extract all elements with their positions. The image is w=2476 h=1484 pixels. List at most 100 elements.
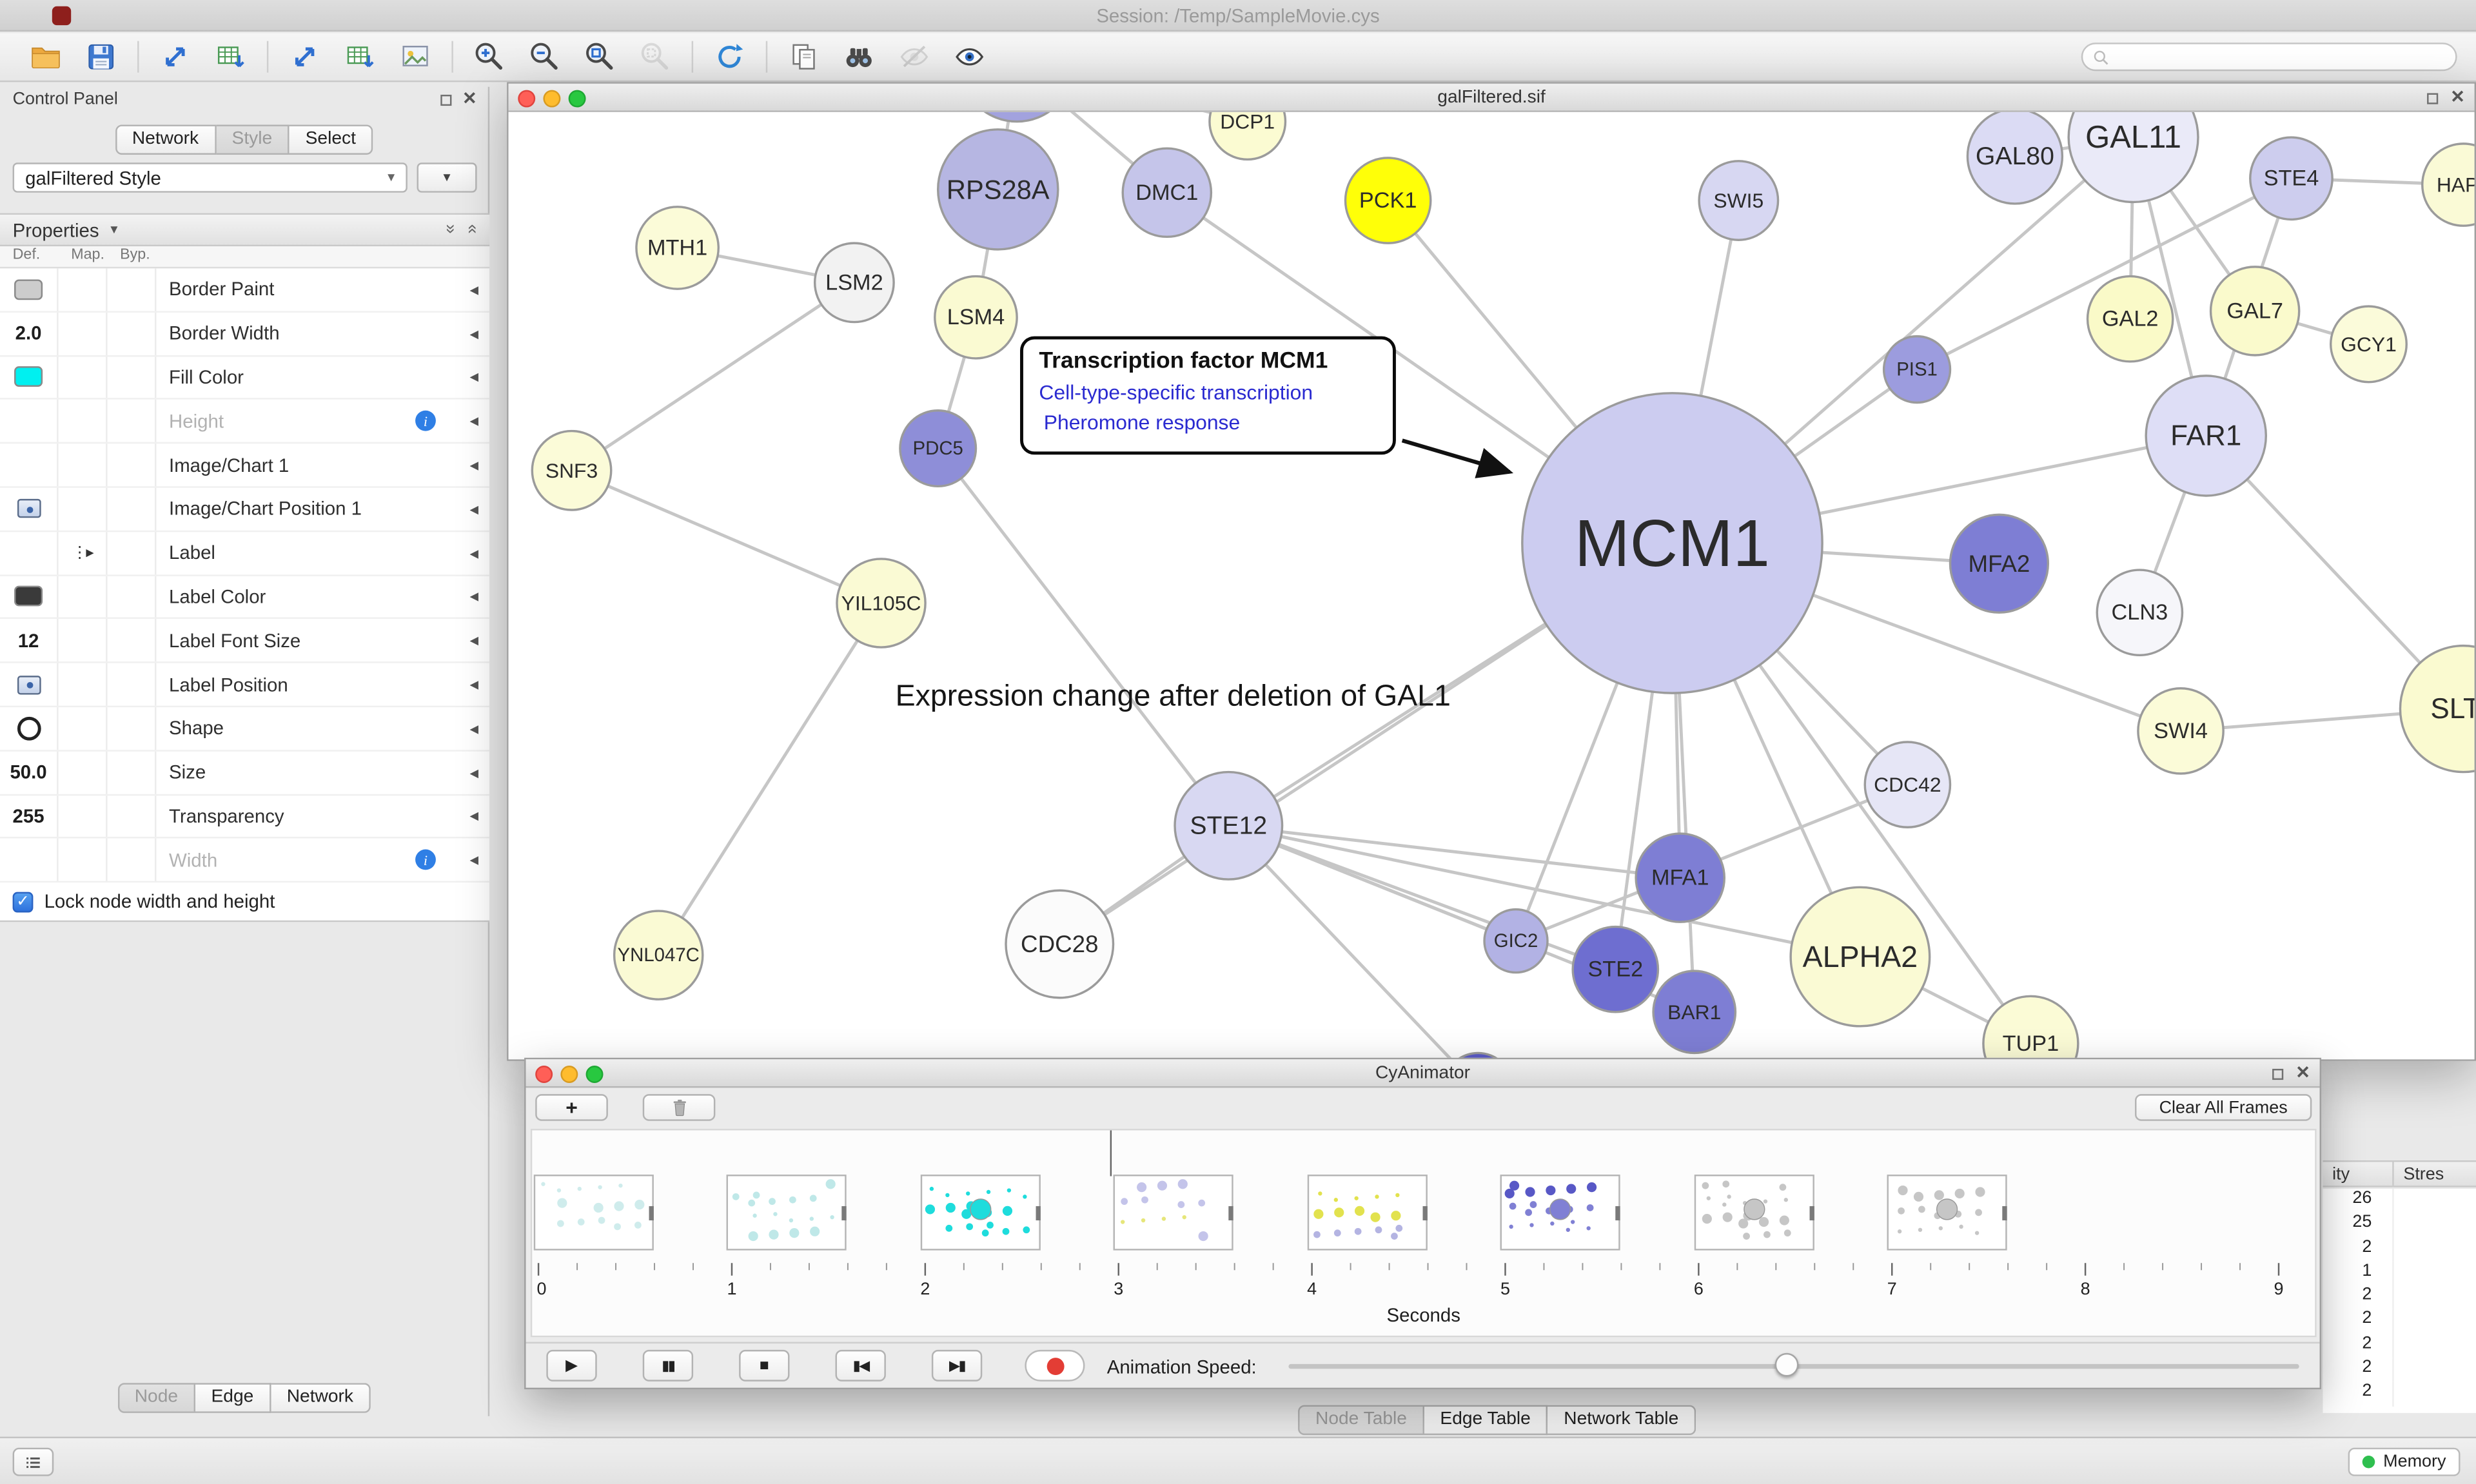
zoom-out-button[interactable]	[521, 36, 568, 77]
column-header[interactable]: Stres	[2394, 1162, 2476, 1186]
network-node-YIL105C[interactable]: YIL105C	[837, 559, 925, 647]
network-node-BAR1[interactable]: BAR1	[1653, 971, 1735, 1053]
expand-chevron-icon[interactable]: ◂	[469, 543, 478, 563]
frames-timeline[interactable]: 0123456789 Seconds	[531, 1129, 2317, 1337]
close-icon[interactable]: ✕	[2450, 90, 2465, 108]
table-row[interactable]: 2	[2323, 1309, 2476, 1333]
search-input[interactable]	[2110, 46, 2446, 68]
network-node-GAL11[interactable]: GAL11	[2068, 112, 2198, 202]
info-icon[interactable]: i	[415, 411, 436, 431]
network-canvas[interactable]: RPS28ADCP1DMC1PCK1SWI5GAL80GAL11STE4HAP2…	[509, 112, 2475, 1059]
collapse-all-icon[interactable]: »	[438, 224, 460, 234]
tab-network[interactable]: Network	[115, 124, 216, 155]
new-network-from-selection-button[interactable]	[780, 36, 827, 77]
default-value[interactable]: 50.0	[10, 761, 46, 783]
pause-button[interactable]: ▮▮	[643, 1350, 693, 1381]
import-table-button[interactable]	[207, 36, 254, 77]
tab-node-table[interactable]: Node Table	[1298, 1405, 1424, 1436]
expand-all-icon[interactable]: »	[461, 224, 483, 234]
open-session-button[interactable]	[22, 36, 69, 77]
tab-style[interactable]: Style	[216, 124, 290, 155]
maximize-icon[interactable]	[2272, 1069, 2283, 1080]
zoom-fit-button[interactable]	[576, 36, 624, 77]
frame-thumbnail-6[interactable]	[1694, 1175, 1814, 1251]
show-all-button[interactable]	[946, 36, 993, 77]
tab-network-table[interactable]: Network Table	[1548, 1405, 1696, 1436]
column-header[interactable]: ity	[2323, 1162, 2393, 1186]
network-node-PDC5[interactable]: PDC5	[900, 411, 976, 487]
expand-chevron-icon[interactable]: ◂	[469, 587, 478, 607]
annotation-link[interactable]: Pheromone response	[1039, 409, 1377, 438]
close-icon[interactable]: ✕	[462, 92, 477, 109]
network-node-GAL80[interactable]: GAL80	[1967, 112, 2062, 204]
hide-selected-button[interactable]	[890, 36, 938, 77]
export-network-button[interactable]	[281, 36, 328, 77]
table-row[interactable]: 25	[2323, 1213, 2476, 1237]
table-row[interactable]: 26	[2323, 1189, 2476, 1213]
network-node-GAL2[interactable]: GAL2	[2088, 277, 2173, 362]
console-button[interactable]	[13, 1448, 54, 1476]
expand-chevron-icon[interactable]: ◂	[469, 367, 478, 387]
table-row[interactable]: 2	[2323, 1358, 2476, 1381]
table-row[interactable]: 2	[2323, 1285, 2476, 1309]
expand-chevron-icon[interactable]: ◂	[469, 499, 478, 520]
expand-chevron-icon[interactable]: ◂	[469, 674, 478, 695]
stop-button[interactable]: ■	[739, 1350, 789, 1381]
record-button[interactable]	[1025, 1350, 1085, 1381]
frame-thumbnail-4[interactable]	[1307, 1175, 1427, 1251]
table-row[interactable]: 2	[2323, 1237, 2476, 1261]
tab-edge[interactable]: Edge	[195, 1383, 271, 1413]
default-color-swatch[interactable]	[14, 587, 43, 607]
style-options-button[interactable]: ▾	[417, 162, 477, 193]
expand-chevron-icon[interactable]: ◂	[469, 411, 478, 431]
app-titlebar[interactable]: Session: /Temp/SampleMovie.cys	[0, 0, 2476, 32]
network-node-STE2[interactable]: STE2	[1573, 927, 1658, 1012]
timeline-playhead[interactable]	[1110, 1130, 1112, 1176]
tab-node[interactable]: Node	[117, 1383, 195, 1413]
network-node-FAR1[interactable]: FAR1	[2146, 376, 2266, 496]
export-table-button[interactable]	[337, 36, 384, 77]
position-icon[interactable]	[17, 675, 41, 694]
lock-size-checkbox[interactable]: ✓	[13, 892, 34, 912]
zoom-in-button[interactable]	[466, 36, 513, 77]
expand-chevron-icon[interactable]: ◂	[469, 454, 478, 475]
apply-layout-button[interactable]	[706, 36, 753, 77]
import-network-button[interactable]	[152, 36, 199, 77]
zoom-selected-button[interactable]	[632, 36, 679, 77]
frame-thumbnail-5[interactable]	[1500, 1175, 1620, 1251]
network-node-MCM1[interactable]: MCM1	[1522, 393, 1822, 693]
default-value[interactable]: 255	[13, 805, 44, 827]
float-window-icon[interactable]	[440, 95, 451, 106]
properties-header[interactable]: Properties ▾ » »	[0, 215, 489, 246]
expand-chevron-icon[interactable]: ◂	[469, 630, 478, 651]
network-node-CLN3[interactable]: CLN3	[2097, 570, 2182, 655]
default-value[interactable]: 2.0	[15, 322, 42, 344]
network-window-titlebar[interactable]: galFiltered.sif ✕	[509, 84, 2475, 112]
expand-chevron-icon[interactable]: ◂	[469, 850, 478, 870]
network-node-LSM2[interactable]: LSM2	[815, 243, 894, 322]
expand-chevron-icon[interactable]: ◂	[469, 279, 478, 300]
default-color-swatch[interactable]	[14, 367, 43, 387]
frame-thumbnail-3[interactable]	[1114, 1175, 1233, 1251]
table-row[interactable]: 2	[2323, 1382, 2476, 1406]
animation-speed-slider-thumb[interactable]	[1775, 1353, 1799, 1377]
network-node-PIS1[interactable]: PIS1	[1884, 337, 1950, 403]
network-node-SWI4[interactable]: SWI4	[2138, 688, 2223, 774]
network-node-MFA2[interactable]: MFA2	[1950, 514, 2048, 612]
table-row[interactable]: 2	[2323, 1334, 2476, 1358]
network-node-CDC28[interactable]: CDC28	[1006, 890, 1114, 998]
network-node-SLT2[interactable]: SLT2	[2400, 646, 2474, 772]
network-node-N0[interactable]	[960, 112, 1074, 122]
network-node-GCY1[interactable]: GCY1	[2331, 306, 2407, 382]
play-button[interactable]: ▶	[546, 1350, 596, 1381]
ellipse-shape-icon[interactable]	[17, 716, 41, 740]
mcm1-annotation[interactable]: Transcription factor MCM1 Cell-type-spec…	[1020, 337, 1396, 454]
network-node-ALPHA2[interactable]: ALPHA2	[1791, 887, 1930, 1026]
default-value[interactable]: 12	[18, 630, 39, 652]
network-node-SWI5[interactable]: SWI5	[1699, 161, 1778, 240]
network-node-GAL7[interactable]: GAL7	[2211, 267, 2299, 355]
network-node-RPS28A[interactable]: RPS28A	[938, 130, 1058, 249]
expand-chevron-icon[interactable]: ◂	[469, 762, 478, 783]
memory-button[interactable]: Memory	[2348, 1448, 2460, 1476]
network-node-YNL047C[interactable]: YNL047C	[614, 911, 703, 999]
